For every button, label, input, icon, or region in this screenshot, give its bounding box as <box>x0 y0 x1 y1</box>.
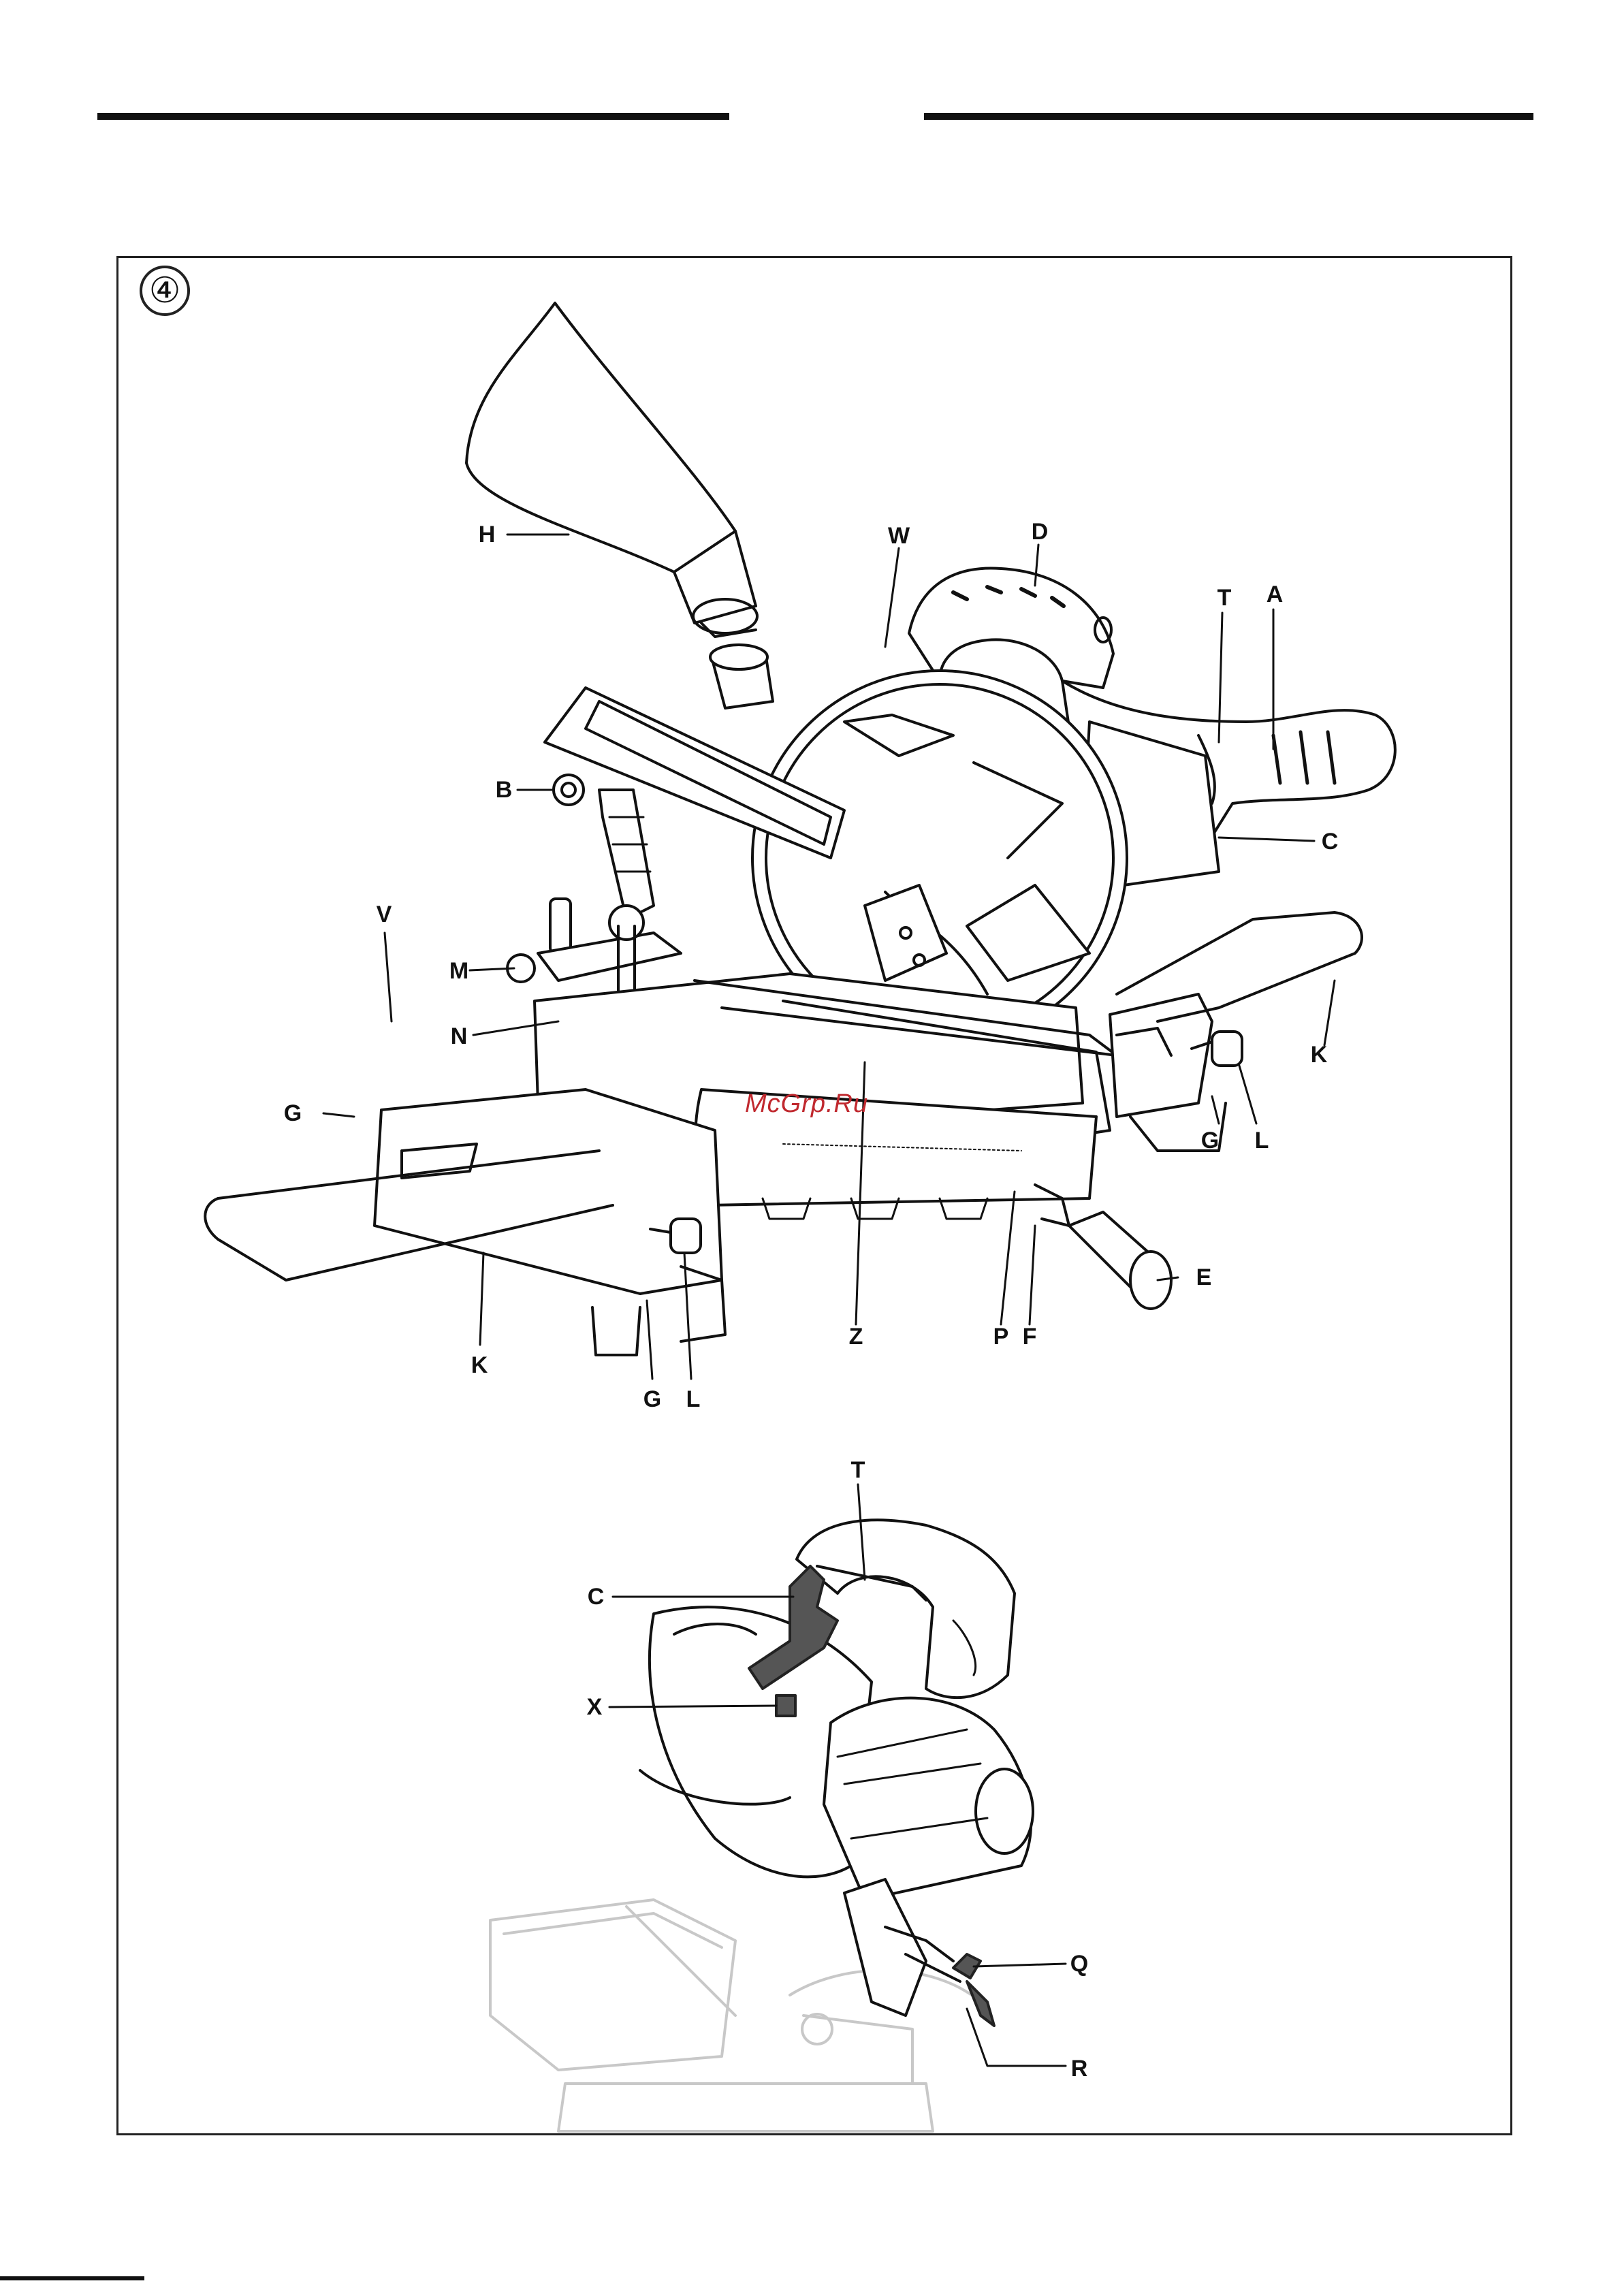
label-knob-bottom: L <box>686 1388 701 1411</box>
label-w: W <box>888 524 910 547</box>
label-knob-right: L <box>1255 1129 1269 1152</box>
label-clamp-knob: M <box>449 959 468 983</box>
label-v: V <box>377 903 392 926</box>
label-detail-trigger: T <box>851 1459 865 1482</box>
label-rear-handle: A <box>1267 583 1284 606</box>
front-handle <box>1035 1185 1171 1309</box>
saw-head <box>752 568 1395 1045</box>
label-detail-q: Q <box>1070 1952 1088 1975</box>
label-front-handle: E <box>1196 1266 1212 1289</box>
label-detail-button: X <box>587 1695 603 1719</box>
label-fence: N <box>451 1025 468 1048</box>
label-extension-left: K <box>471 1354 488 1377</box>
label-hole-right: G <box>1201 1129 1219 1152</box>
label-trigger: T <box>1217 586 1232 609</box>
label-hole-left: G <box>284 1102 302 1125</box>
label-z: Z <box>849 1325 863 1348</box>
label-top-handle: D <box>1032 520 1049 543</box>
dust-bag <box>466 303 757 637</box>
watermark: McGrp.Ru <box>745 1089 868 1119</box>
label-detail-r: R <box>1071 2057 1088 2080</box>
label-hole-bottom: G <box>643 1388 661 1411</box>
label-extension-right: K <box>1311 1043 1328 1066</box>
label-p: P <box>993 1325 1009 1348</box>
label-detail-lever: C <box>588 1585 605 1608</box>
footer-rule <box>0 2276 144 2280</box>
label-dust-bag: H <box>479 523 496 546</box>
label-motor-cover: C <box>1322 830 1339 853</box>
label-f: F <box>1023 1325 1037 1348</box>
label-lock-arm: B <box>496 778 513 801</box>
